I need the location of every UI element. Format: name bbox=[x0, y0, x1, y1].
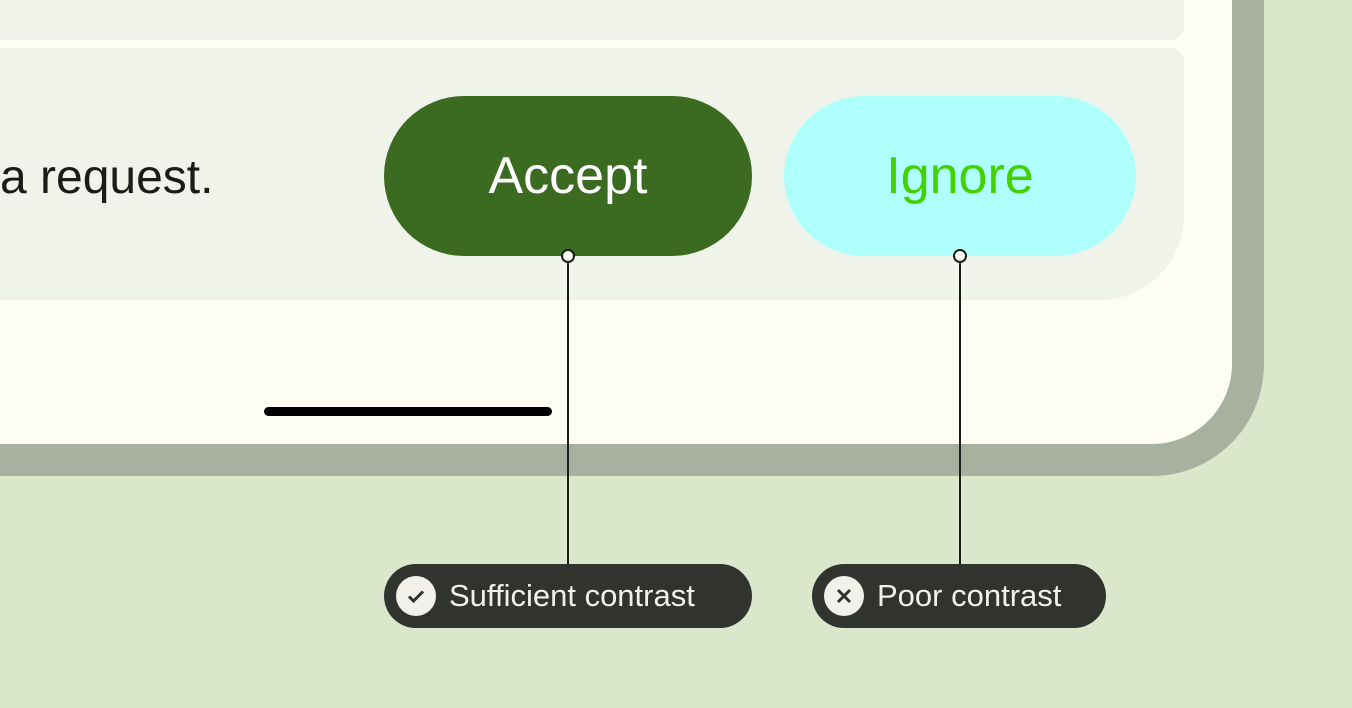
annotation-text: Poor contrast bbox=[877, 578, 1062, 613]
x-circle-icon bbox=[824, 576, 864, 616]
request-message: a request. bbox=[0, 151, 214, 204]
poor-contrast-label: Poor contrast bbox=[812, 564, 1106, 628]
accept-button[interactable]: Accept bbox=[384, 96, 752, 256]
sufficient-contrast-label: Sufficient contrast bbox=[384, 564, 752, 628]
top-card bbox=[0, 0, 1184, 40]
home-indicator[interactable] bbox=[264, 407, 552, 416]
callout-dot-accept bbox=[561, 249, 575, 263]
callout-line-ignore bbox=[959, 262, 961, 564]
callout-dot-ignore bbox=[953, 249, 967, 263]
callout-line-accept bbox=[567, 262, 569, 564]
ignore-button[interactable]: Ignore bbox=[784, 96, 1136, 256]
check-circle-icon bbox=[396, 576, 436, 616]
annotation-text: Sufficient contrast bbox=[449, 578, 695, 613]
